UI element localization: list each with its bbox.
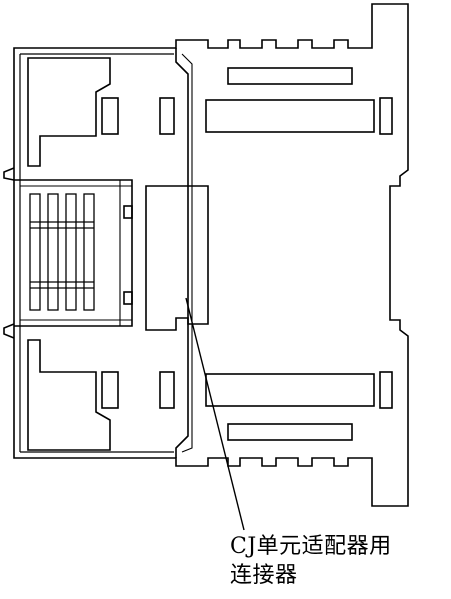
lower-latch [27,339,119,451]
divider-tabs [159,97,393,409]
left-clip-bottom [3,323,15,339]
pin-block [14,179,133,327]
callout-label-line1: CJ单元适配器用 [230,534,392,559]
left-clip-top [3,167,15,181]
adapter-connector [145,185,209,331]
callout-label-line2: 连接器 [230,563,298,588]
center-divider [175,48,193,458]
upper-rails [205,67,375,133]
pin-slots [29,193,95,311]
callout-leader [185,297,245,531]
lower-rails [205,373,375,441]
upper-latch [27,57,119,167]
outer-housing [13,3,409,507]
